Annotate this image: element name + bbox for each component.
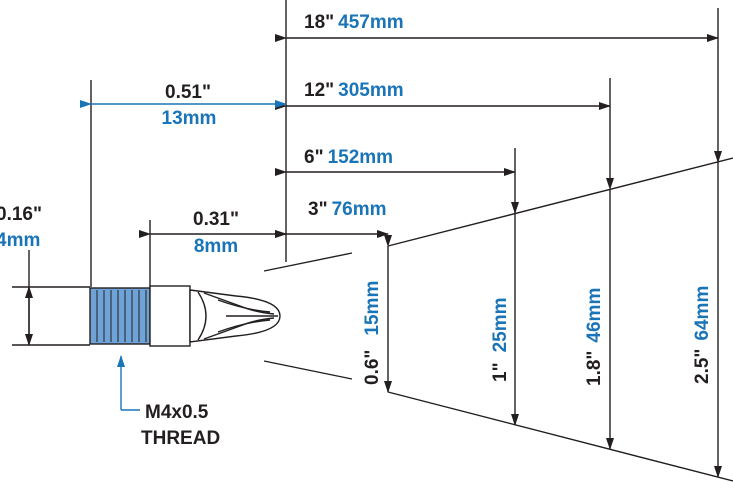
label-diameter-mm: 4mm xyxy=(0,230,40,251)
label-3in: 3"76mm xyxy=(308,199,387,220)
thread-label-line1: M4x0.5 xyxy=(145,402,209,423)
thread-label-line2: THREAD xyxy=(141,428,220,449)
label-body-length-mm: 13mm xyxy=(162,108,217,129)
label-spot-6in: 1"25mm xyxy=(490,298,511,383)
sensor-body xyxy=(89,285,281,347)
thread-ridges xyxy=(96,290,147,342)
label-diameter-inch: 0.16" xyxy=(0,204,42,225)
label-12in: 12"305mm xyxy=(304,80,404,101)
label-18in: 18"457mm xyxy=(304,12,404,33)
hex-collar xyxy=(149,285,191,347)
beam-edge-top-near xyxy=(263,252,353,272)
label-tip-length-mm: 8mm xyxy=(194,236,238,257)
beam-edge-top xyxy=(387,157,733,247)
label-spot-12in: 1.8"46mm xyxy=(584,288,605,386)
beam-edge-bottom-near xyxy=(263,360,353,380)
label-tip-length-inch: 0.31" xyxy=(193,209,239,230)
label-body-length-inch: 0.51" xyxy=(165,82,211,103)
beam-edge-bottom xyxy=(387,391,733,482)
thread-section xyxy=(89,287,151,345)
label-6in: 6"152mm xyxy=(304,147,393,168)
label-spot-18in: 2.5"64mm xyxy=(692,286,713,384)
label-spot-3in: 0.6"15mm xyxy=(362,281,383,385)
